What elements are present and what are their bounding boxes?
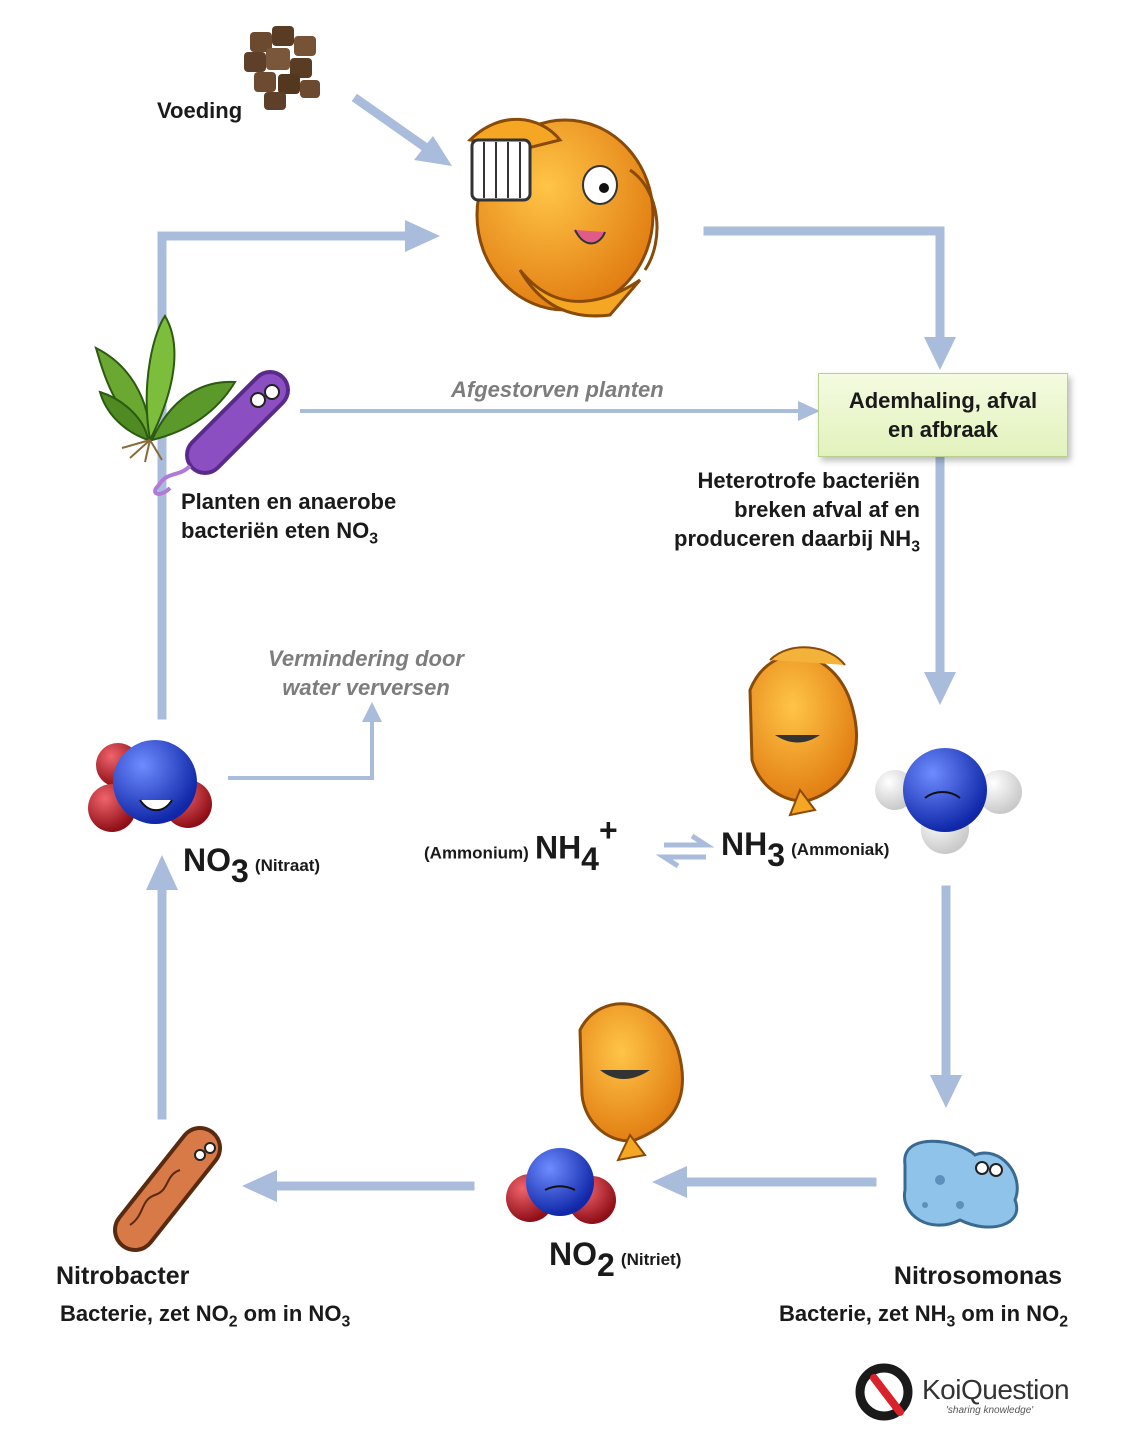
nitrosomonas-description: Bacterie, zet NH3 om in NO2 xyxy=(778,1301,1068,1331)
arrow-water-change-head xyxy=(362,702,382,722)
nh3-molecule-image xyxy=(875,748,1022,854)
no3-label: NO3 (Nitraat) xyxy=(183,842,321,890)
cycle-arrows xyxy=(157,93,951,1191)
arrow-heads xyxy=(146,136,962,1202)
worried-fish-image-1 xyxy=(748,646,858,817)
koiquestion-tagline: 'sharing knowledge' xyxy=(946,1405,1034,1416)
koiquestion-logo-text: KoiQuestion xyxy=(922,1374,1070,1405)
water-change-label: Vermindering door water verversen xyxy=(268,646,464,700)
eating-fish-image xyxy=(466,117,659,318)
worried-fish-image-2 xyxy=(578,1002,684,1162)
nh4-label: (Ammonium) NH4+ xyxy=(424,812,618,877)
nitrosomonas-title: Nitrosomonas xyxy=(893,1262,1062,1290)
arrow-water-change xyxy=(228,718,374,780)
arrow-dead-plants-head xyxy=(798,401,820,421)
heterotrophic-bacteria-label: Heterotrofe bacteriën breken afval af en… xyxy=(674,468,920,556)
nitrobacter-title: Nitrobacter xyxy=(56,1262,190,1290)
plant-image xyxy=(94,314,237,463)
nitrosomonas-image xyxy=(903,1139,1019,1229)
arrow-fish-to-box xyxy=(703,226,945,350)
food-pellets-image xyxy=(244,26,320,110)
plants-bacteria-label: Planten en anaerobe bacteriën eten NO3 xyxy=(181,489,397,548)
anaerobic-bacterium-image xyxy=(153,370,290,496)
nitrobacter-description: Bacterie, zet NO2 om in NO3 xyxy=(60,1301,351,1331)
no3-molecule-image xyxy=(88,740,212,832)
arrow-no3-to-fish xyxy=(157,231,410,720)
dead-plants-label: Afgestorven planten xyxy=(451,377,664,402)
koiquestion-logo-icon xyxy=(855,1363,913,1421)
nitrobacter-image xyxy=(113,1126,222,1252)
food-label: Voeding xyxy=(157,98,243,123)
equilibrium-arrows xyxy=(655,833,715,869)
no2-molecule-image xyxy=(506,1148,616,1224)
thin-arrows xyxy=(228,409,800,780)
nh3-label: NH3 (Ammoniak) xyxy=(721,826,890,874)
arrow-food-to-fish xyxy=(351,93,439,159)
no2-label: NO2 (Nitriet) xyxy=(549,1236,682,1284)
